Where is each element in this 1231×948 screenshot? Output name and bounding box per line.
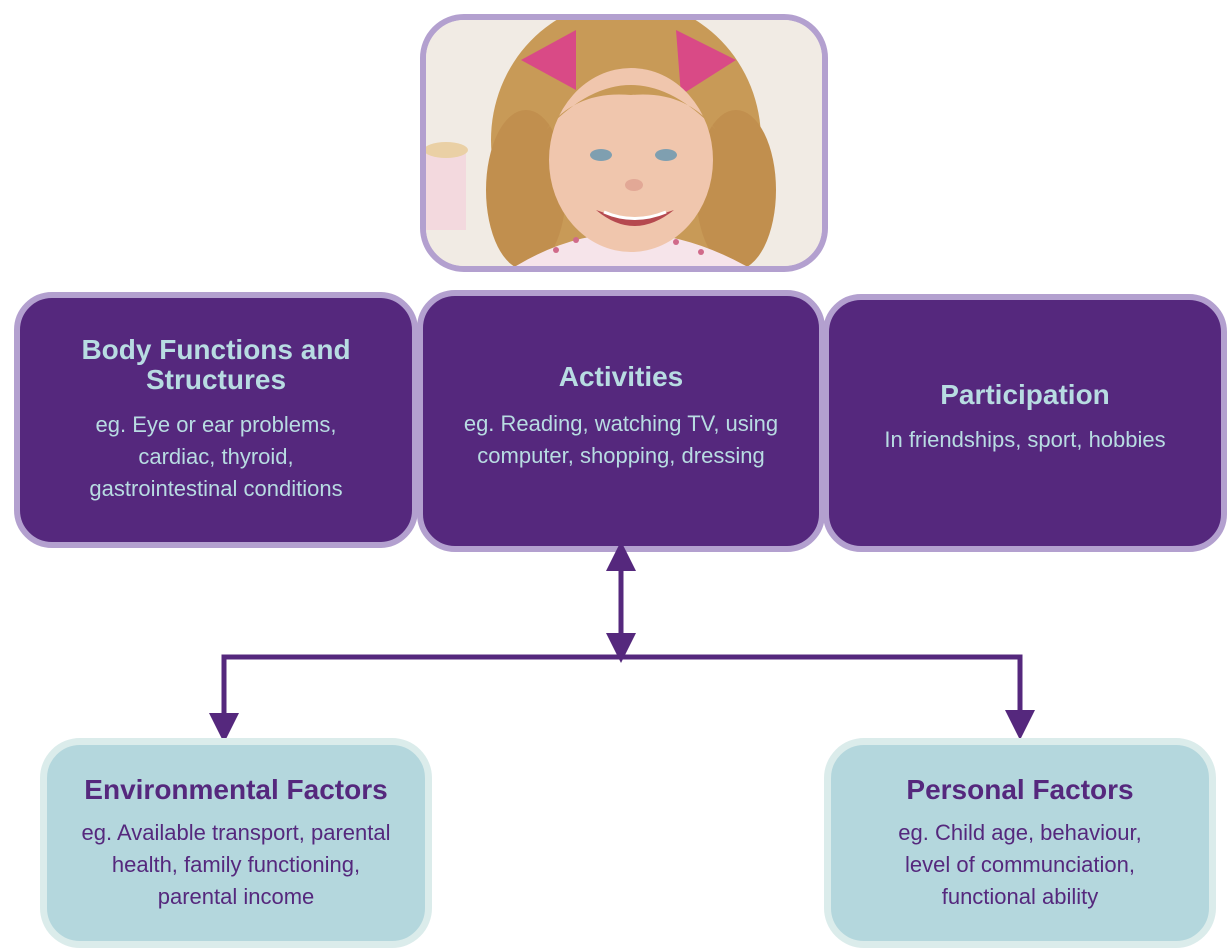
activities-line: eg. Reading, watching TV, using: [463, 411, 779, 436]
activities-title: Activities: [558, 361, 684, 392]
horizontal-connector: [221, 654, 1035, 740]
participation-box: Participation In friendships, sport, hob…: [823, 294, 1227, 552]
child-photo: [420, 14, 828, 272]
participation-title: Participation: [940, 379, 1110, 410]
body-functions-title: Body Functions and Structures: [81, 334, 351, 395]
environmental-line: health, family functioning,: [111, 852, 361, 877]
environmental-line: parental income: [157, 884, 315, 909]
environmental-factors-description: eg. Available transport, parental health…: [81, 817, 390, 913]
activities-box: Activities eg. Reading, watching TV, usi…: [417, 290, 825, 552]
activities-line: computer, shopping, dressing: [477, 443, 765, 468]
environmental-factors-title: Environmental Factors: [84, 774, 388, 805]
personal-line: functional ability: [941, 884, 1099, 909]
personal-line: eg. Child age, behaviour,: [898, 820, 1142, 845]
environmental-line: eg. Available transport, parental: [81, 820, 391, 845]
body-functions-line: eg. Eye or ear problems,: [95, 412, 337, 437]
body-functions-box: Body Functions and Structures eg. Eye or…: [14, 292, 418, 548]
personal-line: level of communciation,: [905, 852, 1135, 877]
personal-factors-description: eg. Child age, behaviour, level of commu…: [898, 817, 1141, 913]
participation-line: In friendships, sport, hobbies: [884, 427, 1166, 452]
activities-description: eg. Reading, watching TV, using computer…: [464, 408, 778, 472]
personal-factors-title: Personal Factors: [906, 774, 1134, 805]
body-functions-description: eg. Eye or ear problems, cardiac, thyroi…: [89, 409, 342, 505]
body-functions-line: gastrointestinal conditions: [89, 476, 343, 501]
child-illustration: [426, 20, 822, 266]
personal-factors-box: Personal Factors eg. Child age, behaviou…: [824, 738, 1216, 948]
environmental-factors-box: Environmental Factors eg. Available tran…: [40, 738, 432, 948]
body-functions-line: cardiac, thyroid,: [138, 444, 294, 469]
participation-description: In friendships, sport, hobbies: [884, 424, 1165, 456]
